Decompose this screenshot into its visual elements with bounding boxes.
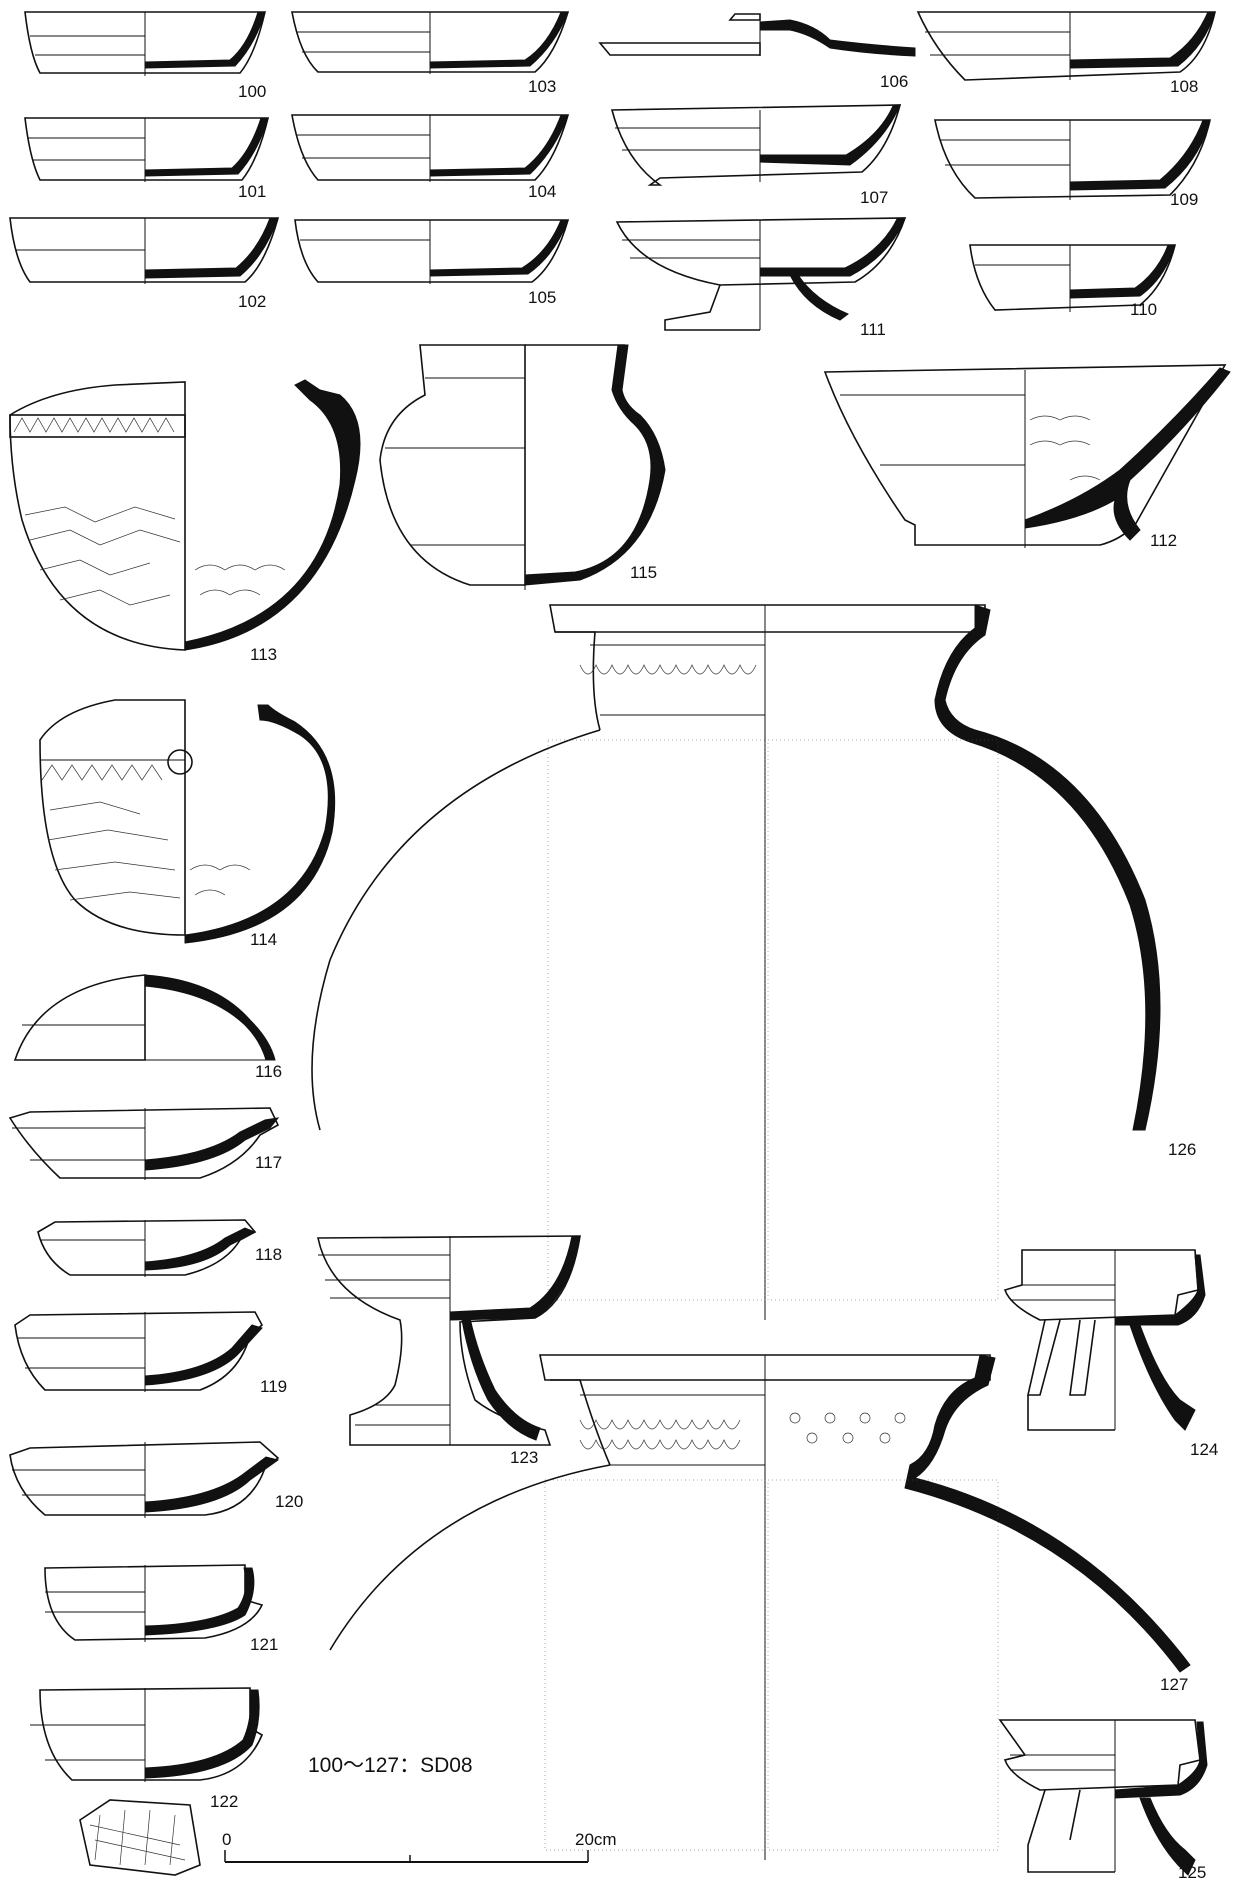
scale-bar	[224, 1850, 589, 1863]
vessel-label-123: 123	[510, 1448, 538, 1467]
vessel-123-drawing	[317, 1235, 581, 1446]
vessel-118-drawing	[37, 1219, 257, 1277]
vessel-125-drawing	[998, 1719, 1208, 1876]
vessel-label-124: 124	[1190, 1440, 1218, 1459]
vessel-label-104: 104	[528, 182, 556, 201]
vessel-111-drawing	[615, 217, 907, 331]
vessel-108-drawing	[916, 11, 1217, 81]
vessel-label-110: 110	[1130, 300, 1157, 319]
vessel-label-118: 118	[255, 1245, 282, 1264]
vessel-label-127: 127	[1160, 1675, 1188, 1694]
vessel-105-drawing	[294, 219, 570, 284]
vessel-label-126: 126	[1168, 1140, 1196, 1159]
vessel-label-105: 105	[528, 288, 556, 307]
vessel-label-113: 113	[250, 645, 277, 664]
vessel-label-119: 119	[260, 1377, 287, 1396]
vessel-label-114: 114	[250, 930, 277, 949]
vessel-101-drawing	[24, 117, 270, 182]
vessel-109-drawing	[934, 119, 1211, 200]
scale-end-label: 20cm	[575, 1830, 617, 1849]
vessel-label-103: 103	[528, 77, 556, 96]
vessel-label-109: 109	[1170, 190, 1198, 209]
vessel-label-111: 111	[860, 320, 886, 339]
vessel-107-drawing	[610, 104, 902, 186]
sherd-fragment-drawing	[79, 1799, 201, 1876]
vessel-103-drawing	[291, 11, 570, 74]
vessel-label-120: 120	[275, 1492, 303, 1511]
vessel-label-117: 117	[255, 1153, 282, 1172]
vessel-117-drawing	[8, 1107, 280, 1180]
vessel-label-106: 106	[880, 72, 908, 91]
vessel-126-drawing	[311, 604, 1161, 1320]
vessel-label-125: 125	[1178, 1863, 1206, 1880]
vessel-113-drawing	[9, 379, 361, 651]
scale-start-label: 0	[222, 1830, 231, 1849]
vessel-label-121: 121	[250, 1635, 278, 1654]
vessel-124-drawing	[1003, 1249, 1206, 1431]
vessel-label-100: 100	[238, 82, 266, 101]
vessel-116-drawing	[13, 974, 276, 1061]
vessel-100-drawing	[24, 11, 267, 76]
vessel-label-112: 112	[1150, 531, 1177, 550]
vessel-102-drawing	[9, 217, 280, 284]
vessel-label-116: 116	[255, 1062, 282, 1081]
figure-caption: 100〜127：SD08	[308, 1754, 473, 1777]
vessel-127-surface-texture	[544, 1479, 999, 1851]
vessel-121-drawing	[44, 1564, 264, 1642]
vessel-106-drawing	[598, 13, 916, 57]
vessel-114-drawing	[39, 699, 336, 944]
vessel-110-drawing	[969, 244, 1177, 312]
vessel-label-108: 108	[1170, 77, 1198, 96]
vessel-label-115: 115	[630, 563, 657, 582]
vessel-label-101: 101	[238, 182, 266, 201]
vessel-122-drawing	[30, 1687, 264, 1782]
vessel-104-drawing	[291, 114, 570, 182]
vessel-120-drawing	[9, 1441, 280, 1518]
vessel-label-107: 107	[860, 188, 888, 207]
vessel-126-surface-texture	[547, 739, 999, 1301]
vessel-label-122: 122	[210, 1792, 238, 1811]
vessel-127-drawing	[329, 1354, 1191, 1860]
vessel-115-drawing	[379, 344, 666, 590]
vessel-112-drawing	[823, 364, 1231, 548]
vessel-label-102: 102	[238, 292, 266, 311]
vessel-119-drawing	[14, 1311, 264, 1392]
